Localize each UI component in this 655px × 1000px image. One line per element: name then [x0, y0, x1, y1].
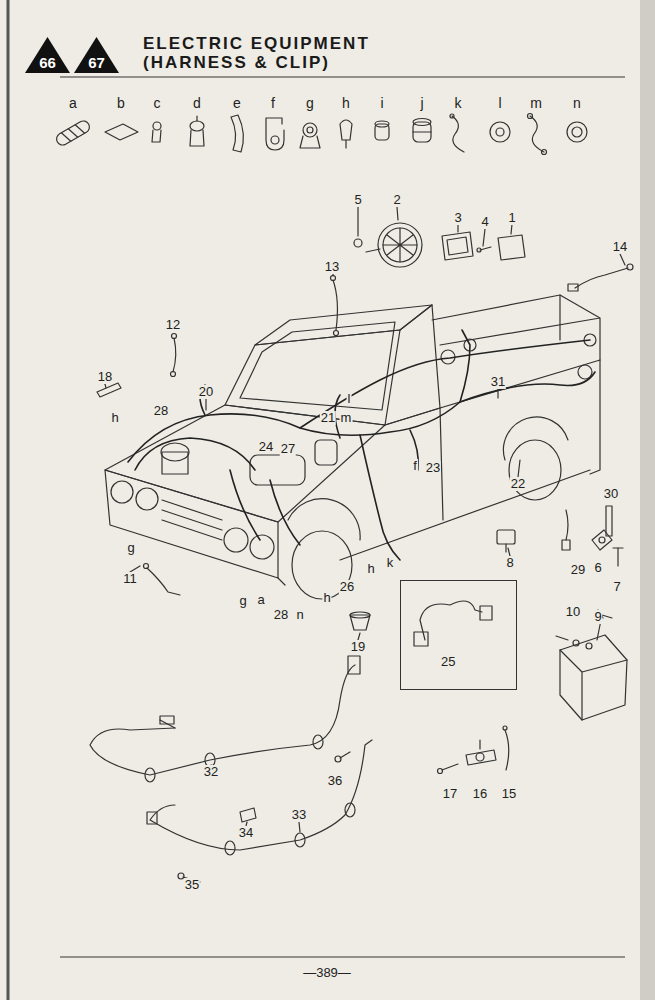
clip-letter: h: [110, 411, 119, 425]
callout-number: 18: [97, 370, 113, 384]
clip-letter: h: [366, 562, 375, 576]
clip-letter: h: [341, 96, 351, 110]
clip-letter: l: [347, 392, 352, 406]
callout-number: 11: [122, 572, 138, 586]
callout-number: 8: [505, 556, 514, 570]
callout-number: 24: [258, 440, 274, 454]
callout-number: 26: [339, 580, 355, 594]
callout-number: 28: [273, 608, 289, 622]
callout-number: 1: [507, 211, 516, 225]
callout-number: 10: [565, 605, 581, 619]
inset-box: 25: [400, 580, 517, 690]
clip-letter: g: [305, 96, 315, 110]
callout-number: 15: [501, 787, 517, 801]
callout-number: 16: [472, 787, 488, 801]
callout-number: 9: [593, 610, 602, 624]
callout-number: 4: [480, 215, 489, 229]
callout-number: 6: [593, 561, 602, 575]
callout-number: 17: [442, 787, 458, 801]
callout-number: 14: [612, 240, 628, 254]
callout-number: 27: [280, 442, 296, 456]
clip-letter: g: [238, 594, 247, 608]
clip-letter: k: [386, 556, 395, 570]
clip-letter: f: [270, 96, 276, 110]
callout-number: 34: [238, 826, 254, 840]
node-number: 67: [74, 55, 119, 71]
clip-letter: a: [256, 593, 265, 607]
clip-letter: i: [379, 96, 384, 110]
callout-number: 28: [153, 404, 169, 418]
clip-letter: m: [340, 411, 353, 425]
clip-letter: b: [116, 96, 126, 110]
callout-number: 5: [353, 193, 362, 207]
callout-number: 29: [570, 563, 586, 577]
clip-letter: g: [126, 541, 135, 555]
callout-number: 3: [453, 211, 462, 225]
clip-letter: a: [68, 96, 78, 110]
clip-letter: n: [295, 608, 304, 622]
page-number: —389—: [302, 966, 352, 980]
clip-letter: h: [322, 591, 331, 605]
callout-number: 31: [490, 375, 506, 389]
callout-number: 12: [165, 318, 181, 332]
clip-letter: e: [232, 96, 242, 110]
callout-number: 32: [203, 765, 219, 779]
callout-number: 36: [327, 774, 343, 788]
callout-number: 33: [291, 808, 307, 822]
clip-letter: m: [529, 96, 543, 110]
node-number: 25: [441, 655, 455, 669]
callout-number: 13: [324, 260, 340, 274]
page-title: ELECTRIC EQUIPMENT (HARNESS & CLIP): [143, 34, 393, 72]
node-number: 66: [25, 55, 70, 71]
callout-number: 30: [603, 487, 619, 501]
callout-number: 23: [425, 461, 441, 475]
clip-letter: n: [572, 96, 582, 110]
section-triangle: 66: [25, 37, 70, 73]
callout-number: 21: [320, 411, 336, 425]
callout-number: 20: [198, 385, 214, 399]
clip-letter: d: [192, 96, 202, 110]
section-triangle: 67: [74, 37, 119, 73]
callout-number: 19: [350, 640, 366, 654]
clip-letter: k: [454, 96, 463, 110]
clip-letter: c: [153, 96, 162, 110]
callout-number: 35: [184, 878, 200, 892]
clip-letter: f: [412, 459, 418, 473]
callout-number: 22: [510, 477, 526, 491]
clip-letter: j: [419, 96, 424, 110]
callout-number: 7: [612, 580, 621, 594]
clip-letter: l: [497, 96, 502, 110]
callout-number: 2: [392, 193, 401, 207]
